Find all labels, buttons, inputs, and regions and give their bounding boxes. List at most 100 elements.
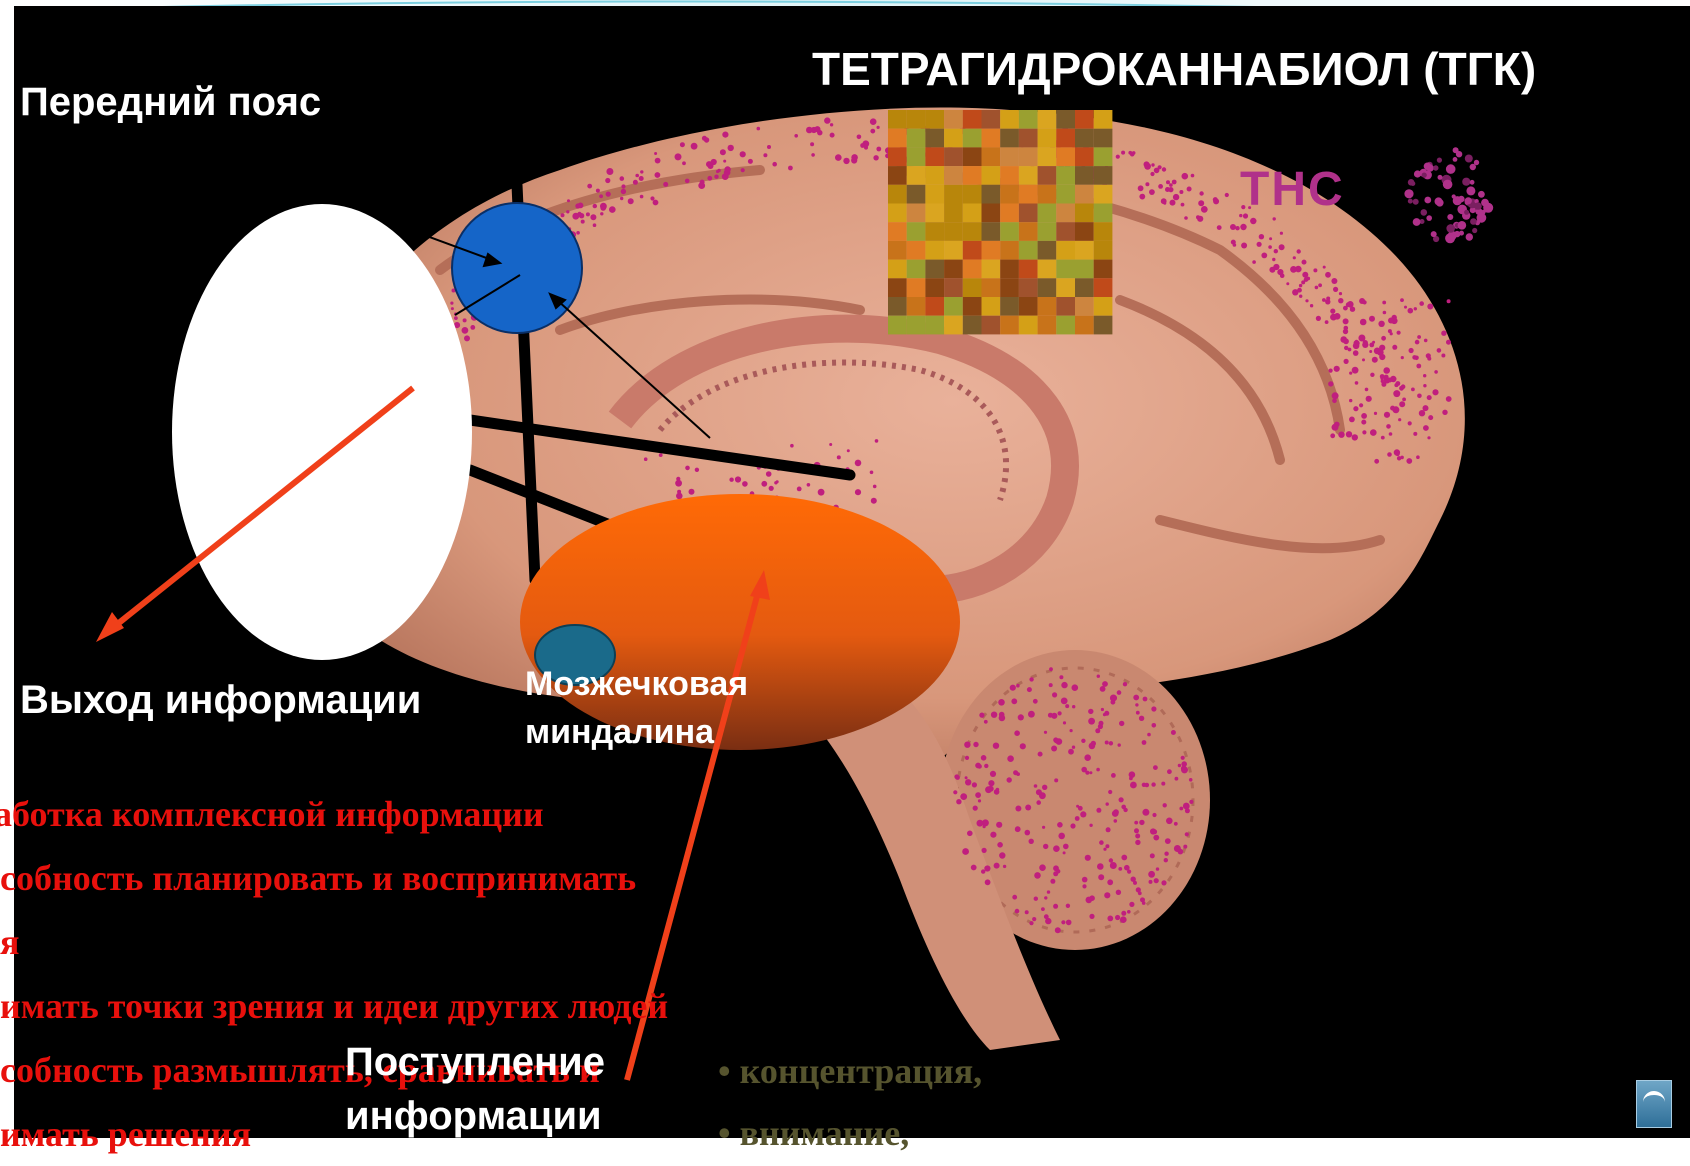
- mosaic-cell: [925, 166, 944, 185]
- receptor-dot: [1170, 200, 1176, 206]
- receptor-dot: [1181, 766, 1188, 773]
- receptor-dot: [1158, 165, 1162, 169]
- receptor-dot: [654, 152, 657, 155]
- receptor-dot: [1380, 374, 1385, 379]
- receptor-dot: [1111, 695, 1117, 701]
- receptor-dot: [962, 848, 969, 855]
- receptor-dot: [1151, 706, 1156, 711]
- receptor-dot: [593, 223, 597, 227]
- receptor-dot: [1225, 193, 1229, 197]
- mosaic-cell: [1056, 316, 1075, 335]
- receptor-dot: [1096, 768, 1100, 772]
- receptor-dot: [650, 196, 654, 200]
- receptor-dot: [1028, 711, 1035, 718]
- receptor-dot: [1119, 721, 1124, 726]
- receptor-dot: [1049, 667, 1053, 671]
- receptor-dot: [1359, 403, 1363, 407]
- molecule-atom: [1452, 194, 1456, 198]
- return-arrow-icon[interactable]: [1636, 1080, 1672, 1128]
- receptor-dot: [1322, 298, 1326, 302]
- receptor-dot: [988, 780, 994, 786]
- mosaic-cell: [944, 204, 963, 223]
- mosaic-cell: [1056, 278, 1075, 297]
- mosaic-cell: [907, 129, 926, 148]
- receptor-dot: [1089, 914, 1094, 919]
- receptor-dot: [606, 192, 611, 197]
- receptor-dot: [1369, 350, 1372, 353]
- receptor-dot: [1034, 897, 1038, 901]
- receptor-dot: [1103, 848, 1106, 851]
- receptor-dot: [1362, 342, 1368, 348]
- receptor-dot: [871, 498, 877, 504]
- receptor-dot: [1053, 865, 1059, 871]
- receptor-dot: [1338, 432, 1344, 438]
- receptor-dot: [1297, 249, 1301, 253]
- receptor-dot: [1163, 803, 1167, 807]
- cognitive-item: • внимание,: [718, 1102, 982, 1164]
- receptor-dot: [1325, 320, 1329, 324]
- receptor-dot: [1388, 318, 1394, 324]
- mosaic-cell: [982, 260, 1001, 279]
- receptor-dot: [1280, 232, 1283, 235]
- mosaic-cell: [944, 260, 963, 279]
- receptor-dot: [609, 206, 616, 213]
- receptor-dot: [1427, 395, 1432, 400]
- receptor-dot: [824, 117, 830, 123]
- receptor-dot: [1419, 301, 1424, 306]
- mosaic-cell: [907, 185, 926, 204]
- receptor-dot: [875, 439, 879, 443]
- molecule-atom: [1408, 199, 1413, 204]
- prefrontal-ellipse: [172, 204, 472, 660]
- receptor-dot: [806, 127, 813, 134]
- receptor-dot: [1315, 286, 1319, 290]
- molecule-atom: [1470, 180, 1475, 185]
- receptor-dot: [794, 134, 798, 138]
- receptor-dot: [1325, 272, 1331, 278]
- receptor-dot: [763, 153, 767, 157]
- mosaic-cell: [1038, 204, 1057, 223]
- receptor-dot: [1299, 284, 1302, 287]
- receptor-dot: [1181, 203, 1185, 207]
- receptor-dot: [984, 764, 988, 768]
- molecule-atom: [1474, 202, 1481, 209]
- receptor-dot: [729, 478, 733, 482]
- receptor-dot: [590, 214, 596, 220]
- receptor-dot: [1279, 244, 1285, 250]
- molecule-atom: [1454, 231, 1460, 237]
- mosaic-cell: [907, 278, 926, 297]
- mosaic-cell: [1038, 222, 1057, 241]
- receptor-dot: [1274, 249, 1278, 253]
- receptor-dot: [1404, 306, 1407, 309]
- mosaic-cell: [1056, 129, 1075, 148]
- receptor-dot: [1089, 771, 1092, 774]
- mosaic-cell: [907, 110, 926, 129]
- receptor-dot: [1412, 355, 1417, 360]
- receptor-dot: [1015, 826, 1021, 832]
- mosaic-cell: [888, 110, 907, 129]
- receptor-dot: [1401, 356, 1404, 359]
- receptor-dot: [1012, 895, 1017, 900]
- receptor-dot: [1072, 705, 1075, 708]
- receptor-dot: [990, 832, 996, 838]
- receptor-dot: [1272, 258, 1275, 261]
- receptor-dot: [1034, 784, 1038, 788]
- receptor-dot: [1143, 697, 1148, 702]
- receptor-dot: [876, 147, 881, 152]
- receptor-dot: [1134, 828, 1139, 833]
- receptor-dot: [1442, 410, 1447, 415]
- receptor-dot: [1081, 739, 1085, 743]
- receptor-dot: [1010, 685, 1016, 691]
- receptor-dot: [1154, 878, 1159, 883]
- receptor-dot: [975, 763, 981, 769]
- receptor-dot: [973, 806, 978, 811]
- receptor-dot: [1057, 822, 1063, 828]
- mosaic-cell: [925, 129, 944, 148]
- receptor-dot: [807, 483, 811, 487]
- receptor-dot: [1054, 778, 1058, 782]
- receptor-dot: [1183, 845, 1187, 849]
- molecule-atom: [1421, 209, 1428, 216]
- receptor-dot: [1332, 399, 1337, 404]
- mosaic-cell: [944, 185, 963, 204]
- receptor-dot: [1175, 777, 1179, 781]
- receptor-dot: [1414, 307, 1417, 310]
